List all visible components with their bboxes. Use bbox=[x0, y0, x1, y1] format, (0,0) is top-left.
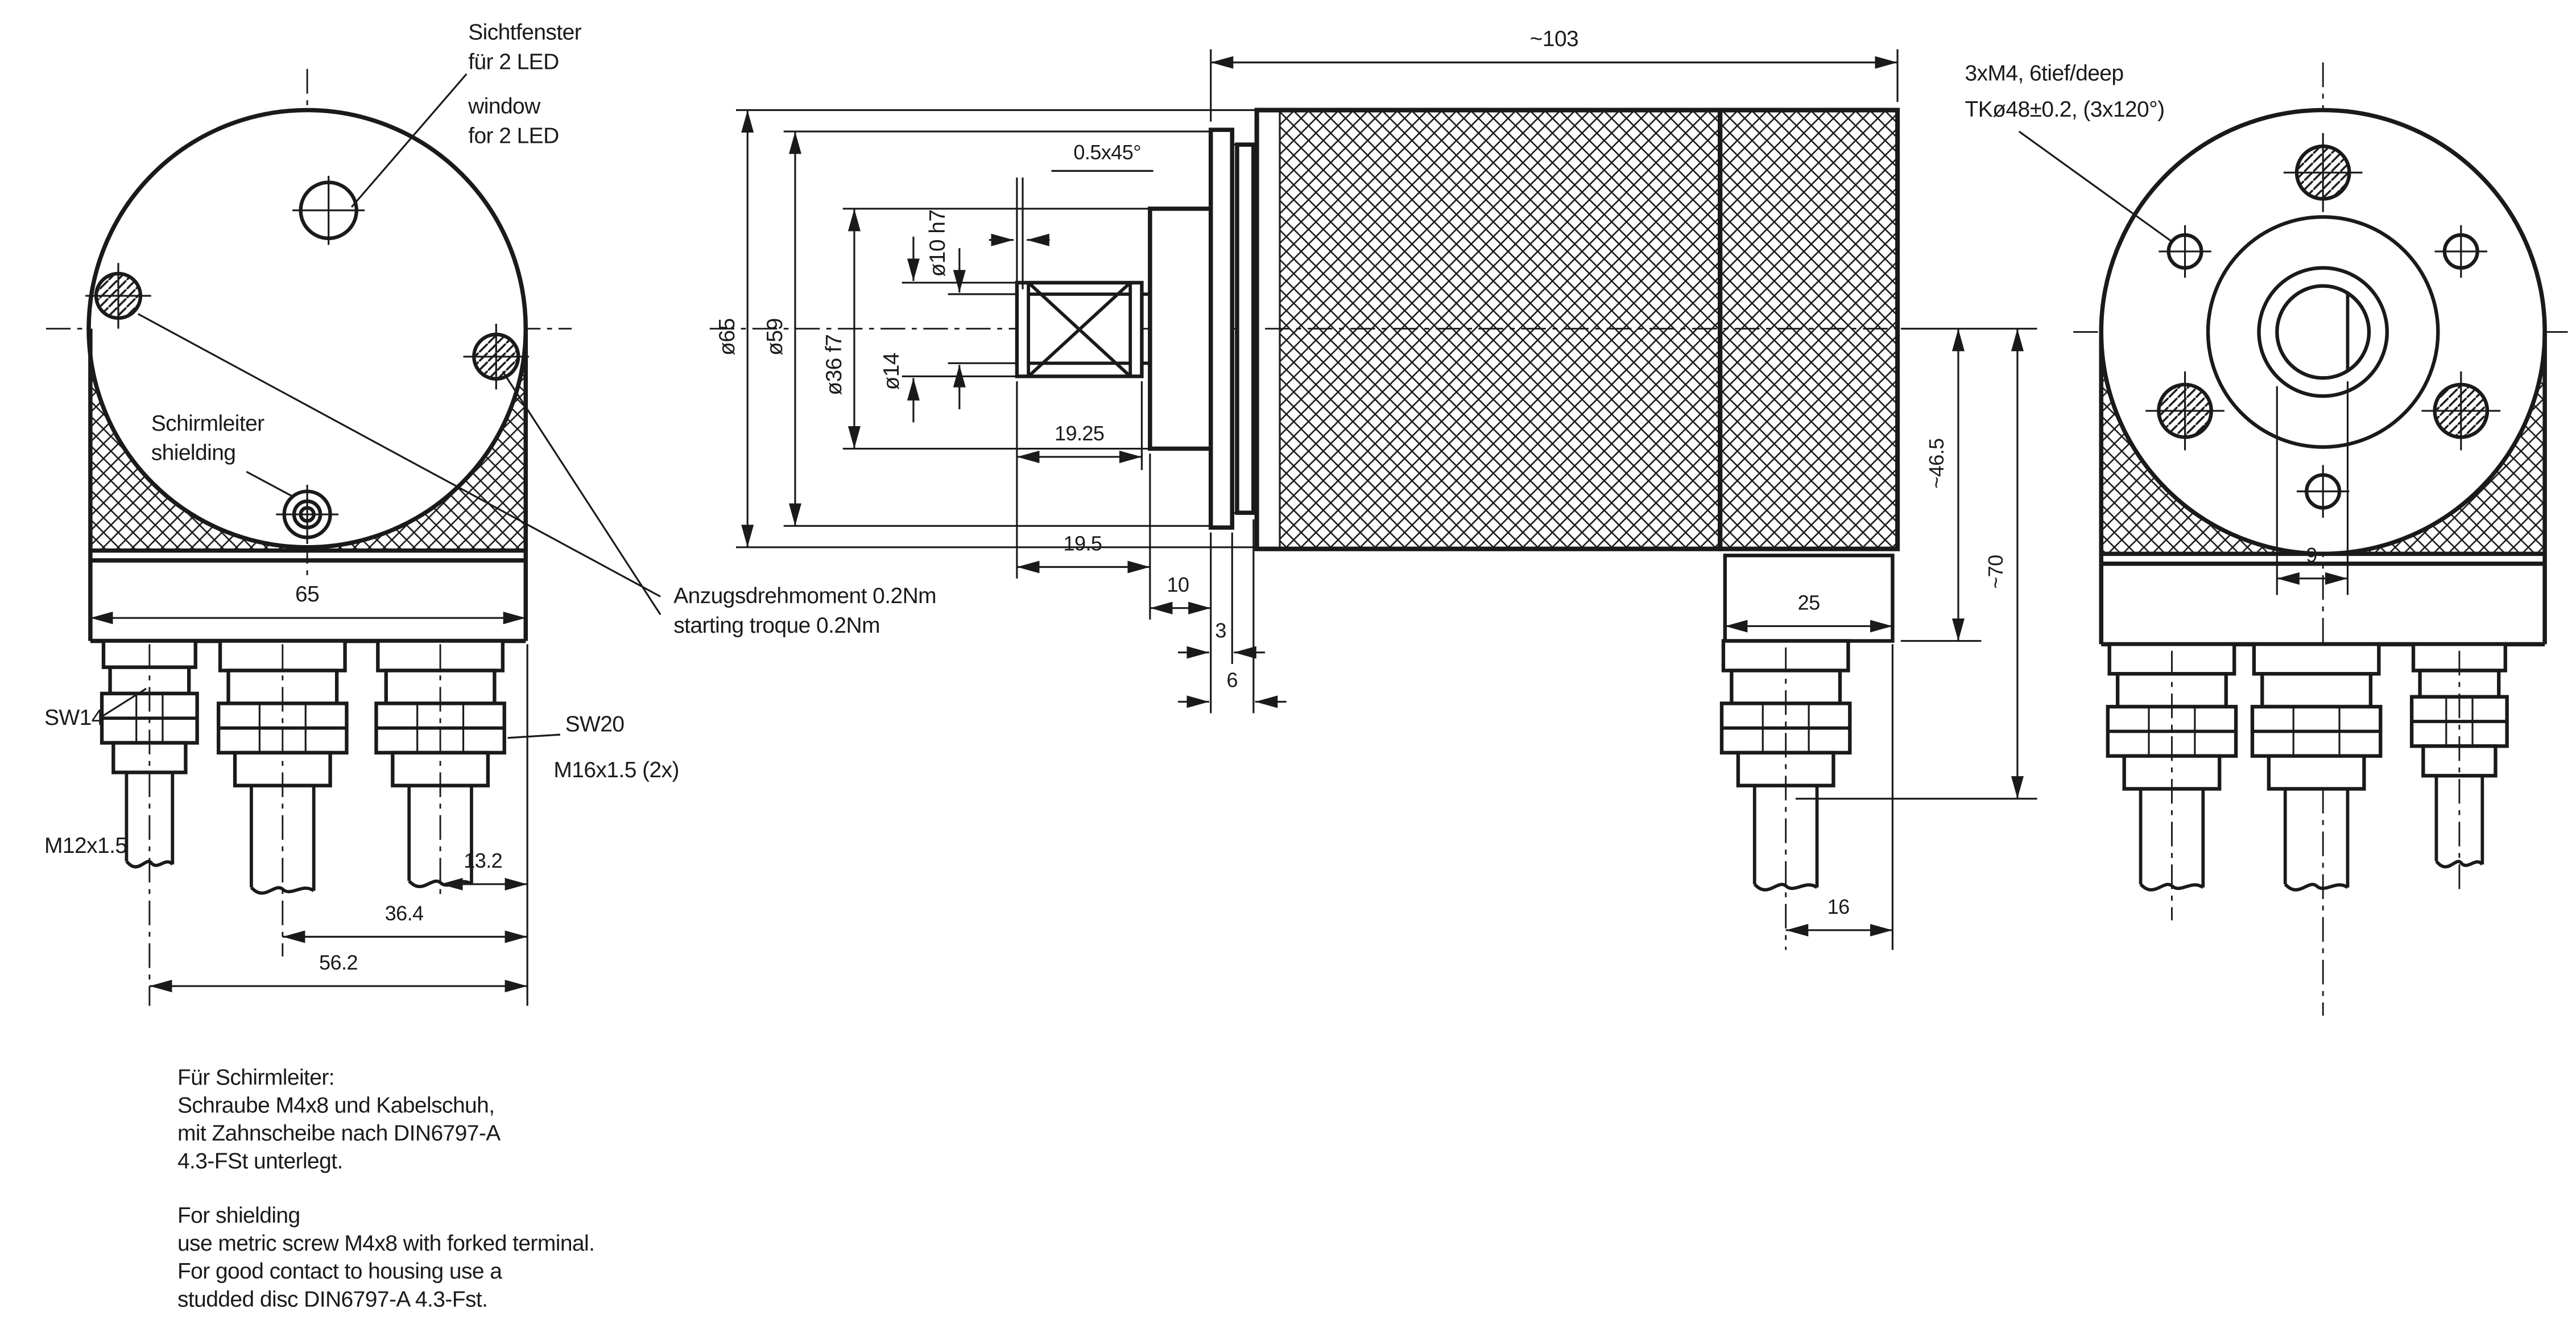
label-shield-en: shielding bbox=[151, 441, 236, 465]
housing-body bbox=[1254, 108, 1723, 551]
dim-d59: ø59 bbox=[763, 130, 1211, 527]
dim-gland-positions: 13.2 36.4 56.2 bbox=[149, 644, 528, 1006]
housing-rear-cap bbox=[1718, 108, 1900, 551]
label-window-de1: Sichtfenster bbox=[468, 20, 582, 44]
dim-d36-text: ø36 f7 bbox=[822, 335, 846, 395]
note-de-2: Schraube M4x8 und Kabelschuh, bbox=[177, 1093, 495, 1117]
front-housing-circle bbox=[86, 108, 528, 550]
dim-6-text: 6 bbox=[1227, 668, 1238, 691]
leader-shielding bbox=[246, 471, 293, 497]
cable-gland-m12 bbox=[100, 639, 199, 1006]
label-window-de2: für 2 LED bbox=[468, 50, 559, 74]
label-window-en1: window bbox=[468, 94, 541, 118]
leader-torque-2 bbox=[502, 370, 661, 616]
label-m12: M12x1.5 bbox=[44, 834, 127, 858]
m4-hole-right bbox=[2421, 371, 2501, 451]
side-view: ø65 ø59 ø36 f7 ø14 ø10 h7 bbox=[709, 27, 2037, 950]
dim-19-5-text: 19.5 bbox=[1063, 532, 1102, 555]
flange-plate-2 bbox=[1235, 142, 1256, 515]
dim-d59-text: ø59 bbox=[763, 318, 787, 355]
leader-m4 bbox=[2018, 130, 2173, 242]
flange-plate-1 bbox=[1208, 127, 1235, 530]
dim-lengths: 19.25 19.5 10 3 6 bbox=[1016, 381, 1287, 714]
label-window-en2: for 2 LED bbox=[468, 123, 559, 148]
led-window bbox=[292, 176, 365, 245]
dim-d14-text: ø14 bbox=[879, 353, 904, 390]
hub-36 bbox=[1148, 207, 1213, 451]
dim-chamfer: 0.5x45° bbox=[989, 141, 1153, 290]
dim-10-text: 10 bbox=[1167, 573, 1189, 596]
note-en-3: For good contact to housing use a bbox=[177, 1259, 502, 1284]
dim-65-text: 65 bbox=[295, 582, 319, 607]
dim-d36: ø36 f7 bbox=[822, 208, 1150, 450]
dim-3-text: 3 bbox=[1215, 619, 1226, 642]
front-view: 65 13.2 36.4 56.2 Sichtfenster für 2 LED… bbox=[44, 20, 937, 1006]
cable-gland-m16-b bbox=[374, 639, 506, 899]
dim-d10: ø10 h7 bbox=[925, 210, 1017, 410]
notes-de: Für Schirmleiter: Schraube M4x8 und Kabe… bbox=[177, 1065, 501, 1173]
cable-gland-side bbox=[1719, 639, 1852, 950]
leader-sw20 bbox=[507, 733, 561, 739]
label-m4-line2: TKø48±0.2, (3x120°) bbox=[1965, 97, 2165, 122]
rear-gland-b bbox=[2250, 642, 2383, 892]
dim-d10-text: ø10 h7 bbox=[925, 210, 950, 277]
shaft-assembly bbox=[1015, 281, 1150, 378]
cable-gland-m16-a bbox=[216, 639, 349, 957]
note-de-3: mit Zahnscheibe nach DIN6797-A bbox=[177, 1121, 501, 1146]
dim-total-length: ~103 bbox=[1210, 27, 1899, 122]
front-screw-right bbox=[463, 324, 530, 390]
label-shield-de: Schirmleiter bbox=[151, 411, 264, 436]
m4-hole-top bbox=[2283, 133, 2363, 212]
dim-d65-text: ø65 bbox=[715, 318, 739, 355]
m4-hole-left bbox=[2145, 371, 2224, 451]
label-m16: M16x1.5 (2x) bbox=[553, 758, 679, 782]
leader-led-window bbox=[350, 73, 468, 208]
dim-flat: 9 bbox=[2276, 381, 2349, 595]
label-torque-de: Anzugsdrehmoment 0.2Nm bbox=[673, 584, 936, 608]
leader-torque-1 bbox=[137, 313, 661, 597]
label-sw14: SW14 bbox=[44, 706, 104, 730]
note-en-1: For shielding bbox=[177, 1203, 300, 1228]
dim-16-text: 16 bbox=[1827, 895, 1850, 918]
leader-sw14 bbox=[101, 687, 147, 717]
dim-chamfer-text: 0.5x45° bbox=[1073, 141, 1141, 164]
dim-d65: ø65 bbox=[715, 109, 1257, 548]
small-hole-upper-right bbox=[2434, 225, 2488, 278]
small-hole-upper-left bbox=[2159, 225, 2211, 278]
dim-19-25-text: 19.25 bbox=[1055, 422, 1104, 445]
dim-103-text: ~103 bbox=[1530, 27, 1579, 51]
small-hole-bottom bbox=[2296, 465, 2350, 518]
note-de-4: 4.3-FSt unterlegt. bbox=[177, 1149, 343, 1174]
dim-56-2-text: 56.2 bbox=[319, 951, 358, 974]
notes-en: For shielding use metric screw M4x8 with… bbox=[177, 1203, 595, 1311]
dim-25-text: 25 bbox=[1798, 591, 1820, 614]
note-en-4: studded disc DIN6797-A 4.3-Fst. bbox=[177, 1287, 487, 1311]
rear-gland-a bbox=[2106, 642, 2238, 921]
label-m4-line1: 3xM4, 6tief/deep bbox=[1965, 61, 2124, 86]
dim-70-text: ~70 bbox=[1984, 555, 2007, 588]
dim-9-text: 9 bbox=[2306, 543, 2317, 567]
note-en-2: use metric screw M4x8 with forked termin… bbox=[177, 1231, 594, 1256]
note-de-1: Für Schirmleiter: bbox=[177, 1065, 334, 1090]
rear-view: 9 bbox=[1965, 61, 2573, 1016]
dim-46-5-text: ~46.5 bbox=[1925, 438, 1948, 488]
dim-front-width: 65 bbox=[90, 582, 526, 625]
label-sw20: SW20 bbox=[565, 712, 625, 736]
rear-center-bore bbox=[2257, 266, 2389, 398]
dim-13-2-text: 13.2 bbox=[464, 849, 502, 872]
rear-gland-small bbox=[2409, 642, 2509, 896]
dim-36-4-text: 36.4 bbox=[385, 901, 424, 925]
dim-connector: 25 ~46.5 ~70 16 bbox=[1725, 328, 2037, 950]
shielding-screw bbox=[276, 485, 339, 545]
front-screw-left bbox=[85, 263, 151, 329]
label-torque-en: starting troque 0.2Nm bbox=[673, 613, 880, 638]
